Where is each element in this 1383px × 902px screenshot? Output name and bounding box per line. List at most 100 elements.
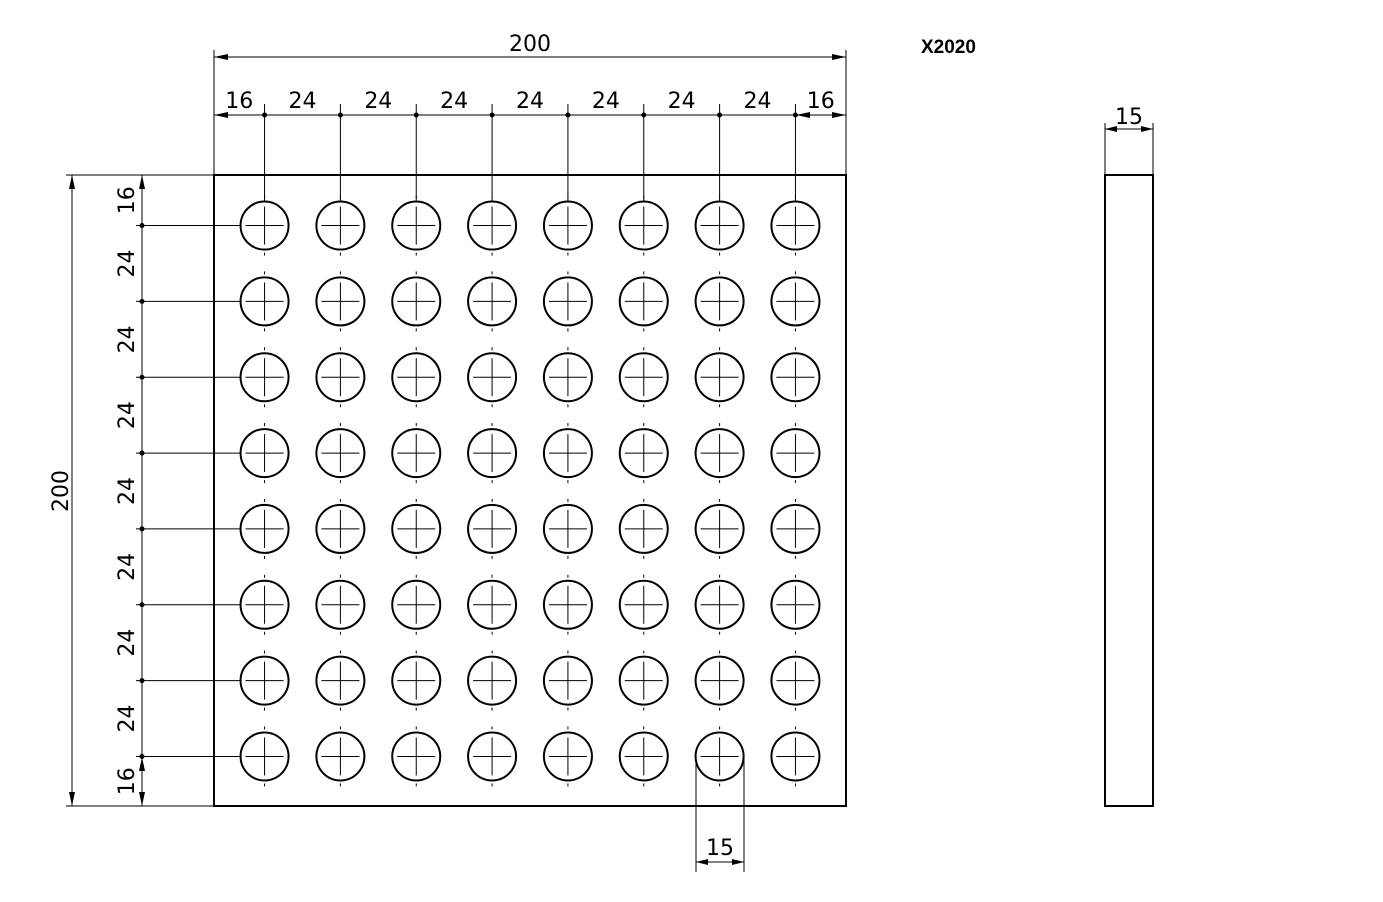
hole	[770, 650, 821, 711]
dimension-tick	[139, 223, 145, 229]
hole-circle	[542, 276, 593, 327]
hole	[391, 726, 442, 787]
hole	[694, 650, 745, 711]
hole	[694, 726, 745, 787]
hole	[467, 423, 518, 484]
hole	[467, 650, 518, 711]
hole	[391, 498, 442, 559]
hole-circle	[467, 731, 518, 782]
hole	[315, 423, 366, 484]
horizontal-spacing-label: 24	[440, 89, 468, 114]
dimension-tick	[337, 112, 343, 118]
hole-circle	[694, 428, 745, 479]
hole-circle	[391, 579, 442, 630]
hole	[770, 574, 821, 635]
thickness-label: 15	[1115, 105, 1143, 130]
hole	[694, 498, 745, 559]
hole-circle	[770, 428, 821, 479]
hole-circle	[315, 579, 366, 630]
hole	[315, 498, 366, 559]
hole	[770, 498, 821, 559]
hole-diameter-label: 15	[706, 836, 734, 861]
hole	[315, 574, 366, 635]
hole-circle	[694, 579, 745, 630]
hole	[542, 423, 593, 484]
dimension-tick	[139, 450, 145, 456]
vertical-spacing-label: 16	[115, 186, 140, 214]
dimension-tick	[413, 112, 419, 118]
hole	[315, 650, 366, 711]
dimension-tick	[139, 374, 145, 380]
horizontal-spacing-label: 16	[807, 89, 835, 114]
vertical-spacing-label: 24	[115, 477, 140, 505]
hole-circle	[467, 579, 518, 630]
horizontal-spacing-label: 24	[668, 89, 696, 114]
hole-circle	[618, 428, 669, 479]
hole	[694, 423, 745, 484]
hole-circle	[694, 503, 745, 554]
hole-circle	[467, 352, 518, 403]
dimension-tick	[565, 112, 571, 118]
hole	[315, 726, 366, 787]
hole	[618, 195, 669, 256]
hole-circle	[770, 352, 821, 403]
hole-circle	[391, 503, 442, 554]
hole-circle	[542, 655, 593, 706]
overall-width-label: 200	[509, 32, 551, 57]
hole	[467, 498, 518, 559]
horizontal-spacing-label: 24	[516, 89, 544, 114]
vertical-spacing-label: 24	[115, 325, 140, 353]
hole-circle	[694, 655, 745, 706]
hole-circle	[694, 352, 745, 403]
hole-circle	[618, 352, 669, 403]
vertical-spacing-label: 24	[115, 553, 140, 581]
hole-circle	[618, 731, 669, 782]
hole	[391, 195, 442, 256]
dimension-overall-width: 200	[213, 32, 847, 175]
dimension-tick	[139, 753, 145, 759]
dimension-tick	[262, 112, 268, 118]
hole	[542, 347, 593, 408]
horizontal-spacing-label: 24	[592, 89, 620, 114]
hole	[542, 650, 593, 711]
hole	[467, 574, 518, 635]
hole	[315, 195, 366, 256]
hole	[770, 195, 821, 256]
dimension-tick	[489, 112, 495, 118]
hole-circle	[315, 503, 366, 554]
hole	[391, 574, 442, 635]
hole	[467, 347, 518, 408]
hole	[618, 271, 669, 332]
hole-circle	[467, 503, 518, 554]
hole	[694, 347, 745, 408]
hole	[618, 650, 669, 711]
hole-circle	[391, 428, 442, 479]
hole-circle	[542, 579, 593, 630]
hole	[239, 726, 290, 787]
dimension-tick	[139, 526, 145, 532]
hole	[239, 347, 290, 408]
hole	[391, 423, 442, 484]
hole-circle	[467, 655, 518, 706]
hole-circle	[315, 352, 366, 403]
hole-circle	[770, 731, 821, 782]
hole	[467, 726, 518, 787]
horizontal-spacing-label: 24	[288, 89, 316, 114]
hole	[542, 726, 593, 787]
hole-circle	[391, 655, 442, 706]
dimension-hole-diameter: 15	[695, 757, 745, 872]
dimension-tick	[139, 602, 145, 608]
hole-circle	[618, 655, 669, 706]
hole-circle	[618, 503, 669, 554]
hole-circle	[467, 428, 518, 479]
hole	[315, 271, 366, 332]
hole	[618, 423, 669, 484]
dimension-tick	[717, 112, 723, 118]
hole-circle	[391, 731, 442, 782]
vertical-spacing-label: 24	[115, 629, 140, 657]
dimension-overall-height: 200	[49, 174, 214, 807]
hole	[770, 271, 821, 332]
dimension-thickness: 15	[1104, 105, 1154, 175]
hole-grid	[239, 195, 821, 787]
